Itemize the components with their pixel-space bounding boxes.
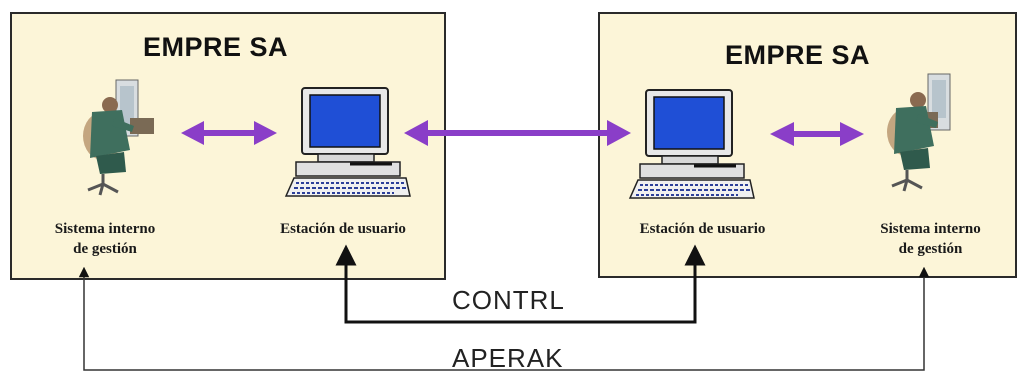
right-company-title: EMPRE SA [725,40,871,70]
right-computer-label: Estación de usuario [639,221,766,237]
right-person-label-line2: de gestión [898,241,963,257]
inter-company-arrow [404,120,631,146]
aperak-label: APERAK [452,343,564,373]
left-computer-icon [284,87,411,197]
contrl-label: CONTRL [452,285,565,315]
left-person-label-line2: de gestión [73,241,137,257]
right-internal-arrow [770,122,864,146]
right-computer-icon [628,89,755,199]
right-person-label-line1: Sistema interno [880,221,981,237]
contrl-connector [335,244,706,324]
aperak-connector [78,266,930,371]
right-person-icon [887,73,951,192]
right-person-label: Sistema interno de gestión [848,219,1013,259]
left-computer-label: Estación de usuario [280,221,406,237]
left-person-label: Sistema interno de gestión [20,219,190,259]
left-person-icon [83,79,154,196]
left-company-title: EMPRE SA [143,32,289,62]
left-internal-arrow [181,121,277,145]
left-person-label-line1: Sistema interno [54,221,156,237]
